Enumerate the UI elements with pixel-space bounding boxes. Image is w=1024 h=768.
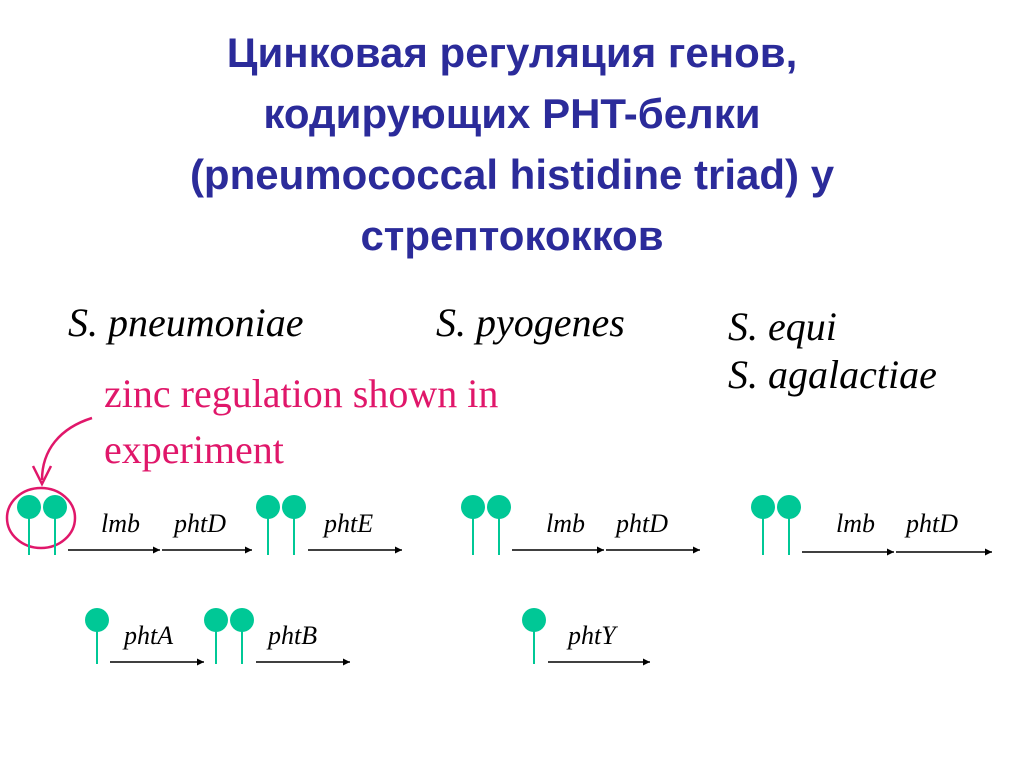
regulator-marker-pair [461, 495, 511, 555]
title-line-2: кодирующих PHT-белки [263, 90, 761, 137]
zinc-regulation-note: zinc regulation shown in experiment [104, 366, 498, 478]
gene-label-phtB: phtB [266, 621, 317, 650]
regulator-marker-pair [204, 608, 254, 664]
title-line-1: Цинковая регуляция генов, [226, 29, 798, 76]
gene-label-phtD: phtD [172, 509, 226, 538]
regulator-marker-pair [17, 495, 67, 555]
regulator-marker-single [522, 608, 546, 664]
regulator-marker-pair [751, 495, 801, 555]
species-label-equi: S. equi [728, 304, 837, 349]
gene-label-lmb: lmb [836, 509, 875, 538]
gene-label-lmb: lmb [101, 509, 140, 538]
regulator-marker-single [85, 608, 109, 664]
gene-label-phtE: phtE [322, 509, 373, 538]
gene-label-phtD: phtD [614, 509, 668, 538]
gene-label-phtA: phtA [122, 621, 173, 650]
note-line-1: zinc regulation shown in [104, 371, 499, 416]
gene-label-phtD: phtD [904, 509, 958, 538]
highlight-pointer-arrowhead [31, 465, 53, 487]
species-label-pneumoniae: S. pneumoniae [68, 300, 304, 345]
species-label-agalactiae: S. agalactiae [728, 352, 937, 397]
gene-label-lmb: lmb [546, 509, 585, 538]
highlight-pointer-arrow [40, 416, 93, 481]
highlight-circle [5, 486, 77, 550]
species-label-pyogenes: S. pyogenes [436, 300, 625, 345]
regulator-marker-pair [256, 495, 306, 555]
note-line-2: experiment [104, 427, 284, 472]
title-line-3: (pneumococcal histidine triad) у [189, 151, 835, 198]
page-title: Цинковая регуляция генов, кодирующих PHT… [40, 22, 984, 266]
gene-label-phtY: phtY [566, 621, 618, 650]
title-line-4: стрептококков [360, 212, 664, 259]
